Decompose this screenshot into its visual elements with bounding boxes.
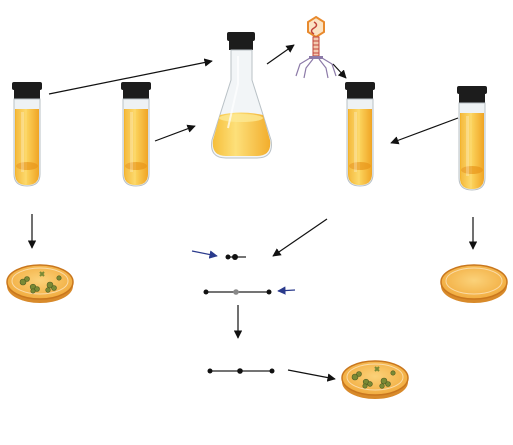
arrow <box>154 124 196 142</box>
recombinant-chromosome <box>207 368 275 374</box>
arrow <box>266 44 295 65</box>
test-tube-icon <box>344 81 376 187</box>
petri-dish-icon <box>6 264 74 304</box>
flask-icon <box>211 32 272 159</box>
arrow <box>332 63 347 79</box>
test-tube-icon <box>120 81 152 187</box>
test-tube-icon <box>456 85 488 191</box>
dna-fragment <box>191 250 246 260</box>
test-tube-icon <box>11 81 43 187</box>
bacterial-chromosome <box>203 286 296 295</box>
arrow <box>390 117 459 145</box>
arrow <box>287 369 336 382</box>
petri-dish-icon <box>341 360 409 400</box>
petri-dish-icon <box>440 264 508 304</box>
arrow <box>272 218 328 257</box>
bacteriophage-icon <box>295 15 337 79</box>
arrow <box>48 58 213 95</box>
